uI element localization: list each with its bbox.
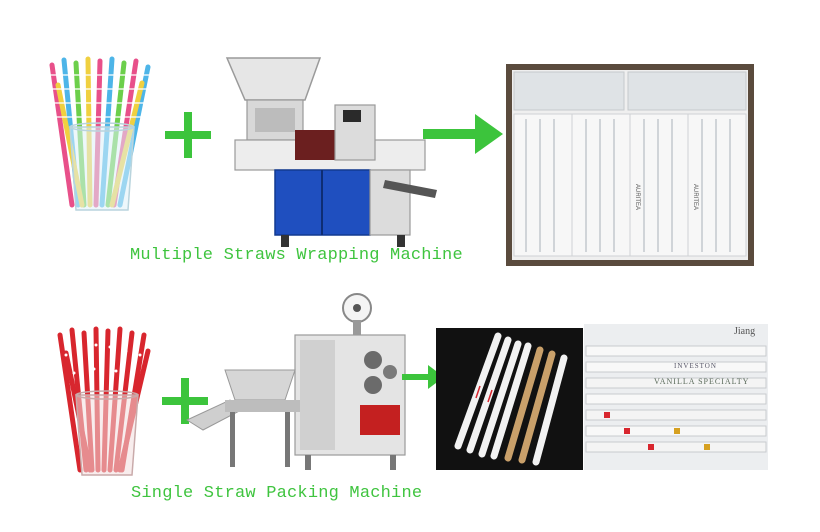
multiple-straws-wrapping-machine-image — [225, 57, 437, 247]
striped-straws-cup-image — [49, 56, 152, 211]
individually-wrapped-straws-image — [436, 328, 583, 470]
closeup-print-text-1: INVESTON — [674, 362, 717, 370]
pack-print-text-2: AURITEA — [692, 184, 698, 210]
printed-wrapped-straws-image: Jiang INVESTON VANILLA SPECIALTY — [584, 324, 768, 470]
plus-icon — [165, 112, 211, 158]
red-straws-cup-image — [57, 326, 151, 476]
arrow-right-icon — [423, 114, 503, 154]
closeup-print-text-2: VANILLA SPECIALTY — [654, 377, 750, 386]
wrapped-straw-bundles-box-image: AURITEA AURITEA — [506, 64, 754, 266]
closeup-print-text-3: Jiang — [734, 326, 756, 337]
pack-print-text: AURITEA — [634, 184, 640, 210]
row1-caption: Multiple Straws Wrapping Machine — [130, 246, 463, 265]
row2-caption: Single Straw Packing Machine — [131, 484, 423, 503]
plus-icon — [162, 378, 208, 424]
printed-straws-illustration — [585, 345, 767, 453]
single-straw-packing-machine-image — [185, 293, 406, 470]
